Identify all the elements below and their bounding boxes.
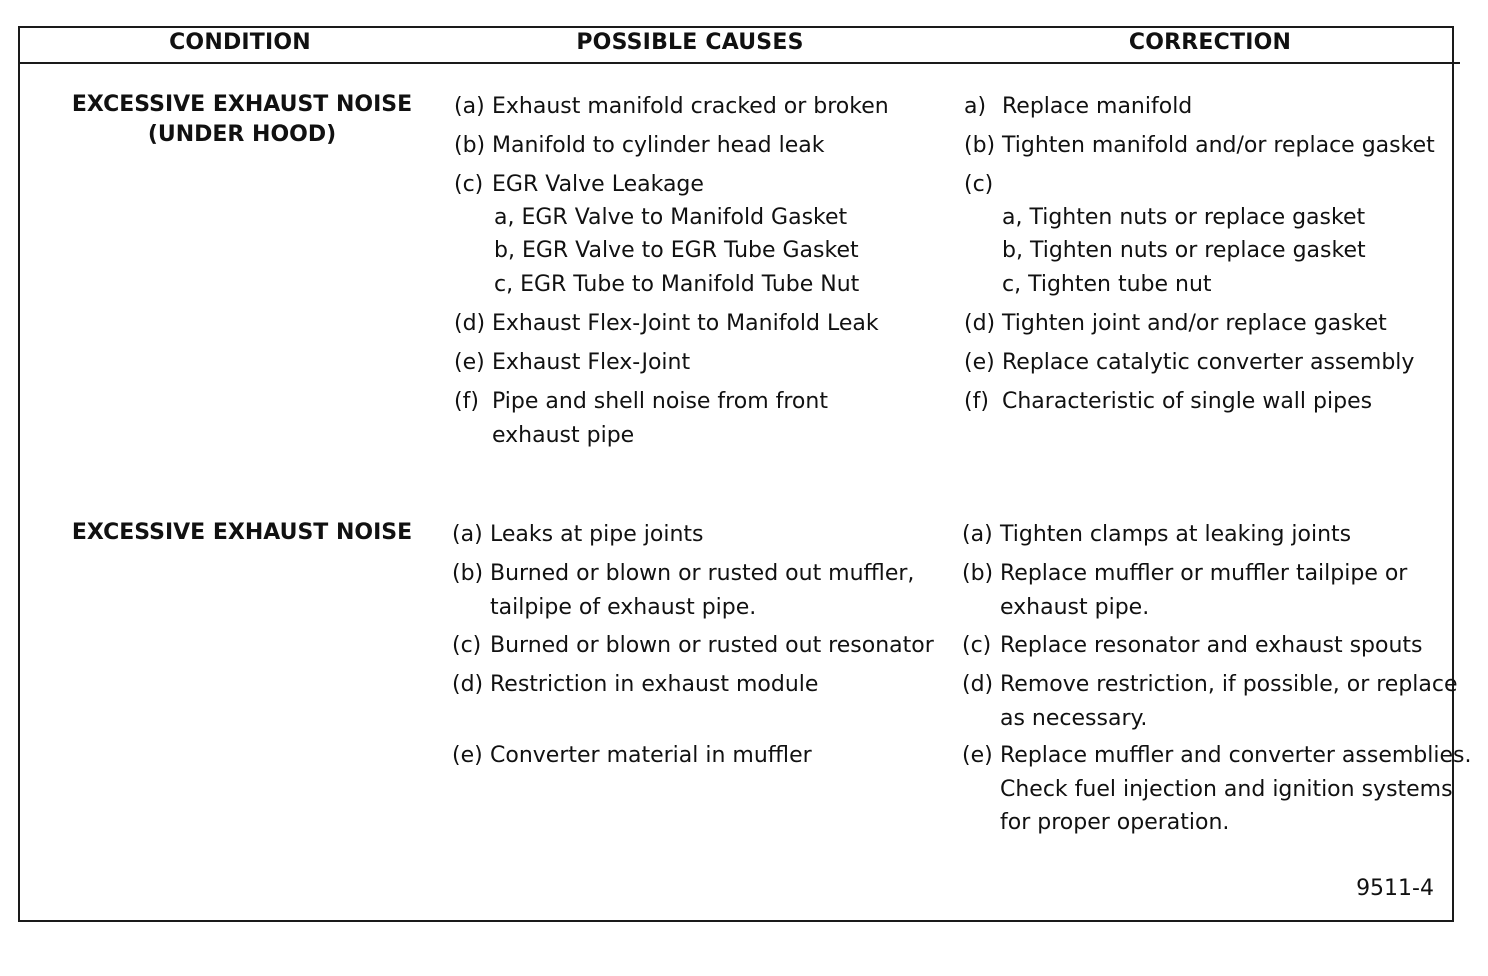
item-label: (a) (962, 522, 993, 547)
header-divider (18, 62, 1460, 64)
condition-line: EXCESSIVE EXHAUST NOISE (71, 520, 413, 545)
header-condition: CONDITION (169, 30, 311, 55)
item-label: (e) (964, 350, 995, 375)
correction-subitem: b, Tighten nuts or replace gasket (1002, 238, 1366, 263)
item-text: Replace catalytic converter assembly (1002, 350, 1415, 375)
item-label: (b) (964, 133, 996, 158)
header-possible-causes: POSSIBLE CAUSES (576, 30, 804, 55)
item-label: (d) (964, 311, 996, 336)
item-text: Tighten manifold and/or replace gasket (1002, 133, 1435, 158)
item-label: (b) (454, 133, 486, 158)
item-text: Replace muffler and converter assemblies… (1000, 743, 1472, 768)
correction-continuation: exhaust pipe. (1000, 595, 1150, 620)
condition-under-hood: EXCESSIVE EXHAUST NOISE (UNDER HOOD) (62, 90, 422, 150)
item-text: EGR Valve Leakage (492, 172, 704, 197)
condition-line: (UNDER HOOD) (147, 122, 337, 147)
correction-subitem: c, Tighten tube nut (1002, 272, 1212, 297)
item-text: Exhaust Flex-Joint (492, 350, 691, 375)
item-text: Exhaust manifold cracked or broken (492, 94, 889, 119)
item-label: (c) (964, 172, 994, 197)
item-text: Converter material in muffler (490, 743, 812, 768)
header-correction: CORRECTION (1128, 30, 1292, 55)
figure-id: 9511-4 (1356, 876, 1434, 901)
correction-subitem: a, Tighten nuts or replace gasket (1002, 205, 1366, 230)
item-text: Burned or blown or rusted out muffler, (490, 561, 915, 586)
item-text: Replace manifold (1002, 94, 1193, 119)
cause-subitem: c, EGR Tube to Manifold Tube Nut (494, 272, 860, 297)
item-label: (b) (452, 561, 484, 586)
item-text: Restriction in exhaust module (490, 672, 819, 697)
item-label: (c) (962, 633, 992, 658)
item-text: Remove restriction, if possible, or repl… (1000, 672, 1458, 697)
item-label: (b) (962, 561, 994, 586)
item-label: (d) (962, 672, 994, 697)
cause-subitem: a, EGR Valve to Manifold Gasket (494, 205, 848, 230)
item-label: (f) (454, 389, 479, 414)
item-text: Manifold to cylinder head leak (492, 133, 825, 158)
cause-continuation: exhaust pipe (492, 423, 635, 448)
item-label: (a) (454, 94, 485, 119)
item-text: Burned or blown or rusted out resonator (490, 633, 934, 658)
table-frame (18, 26, 1454, 922)
item-label: (c) (452, 633, 482, 658)
item-label: (e) (454, 350, 485, 375)
correction-continuation: as necessary. (1000, 706, 1148, 731)
cause-continuation: tailpipe of exhaust pipe. (490, 595, 757, 620)
item-label: (c) (454, 172, 484, 197)
item-text: Replace resonator and exhaust spouts (1000, 633, 1423, 658)
item-text: Exhaust Flex-Joint to Manifold Leak (492, 311, 879, 336)
item-text: Pipe and shell noise from front (492, 389, 828, 414)
item-label: (f) (964, 389, 989, 414)
item-text: Tighten clamps at leaking joints (1000, 522, 1352, 547)
item-text: Replace muffler or muffler tailpipe or (1000, 561, 1408, 586)
correction-continuation: Check fuel injection and ignition system… (1000, 777, 1453, 802)
item-label: (e) (452, 743, 483, 768)
item-text: Tighten joint and/or replace gasket (1002, 311, 1387, 336)
item-text: Leaks at pipe joints (490, 522, 704, 547)
item-label: (d) (454, 311, 486, 336)
condition-general: EXCESSIVE EXHAUST NOISE (62, 518, 422, 548)
cause-subitem: b, EGR Valve to EGR Tube Gasket (494, 238, 859, 263)
item-label: a) (964, 94, 987, 119)
item-label: (a) (452, 522, 483, 547)
correction-continuation: for proper operation. (1000, 810, 1230, 835)
item-label: (e) (962, 743, 993, 768)
item-label: (d) (452, 672, 484, 697)
item-text: Characteristic of single wall pipes (1002, 389, 1373, 414)
condition-line: EXCESSIVE EXHAUST NOISE (71, 92, 413, 117)
